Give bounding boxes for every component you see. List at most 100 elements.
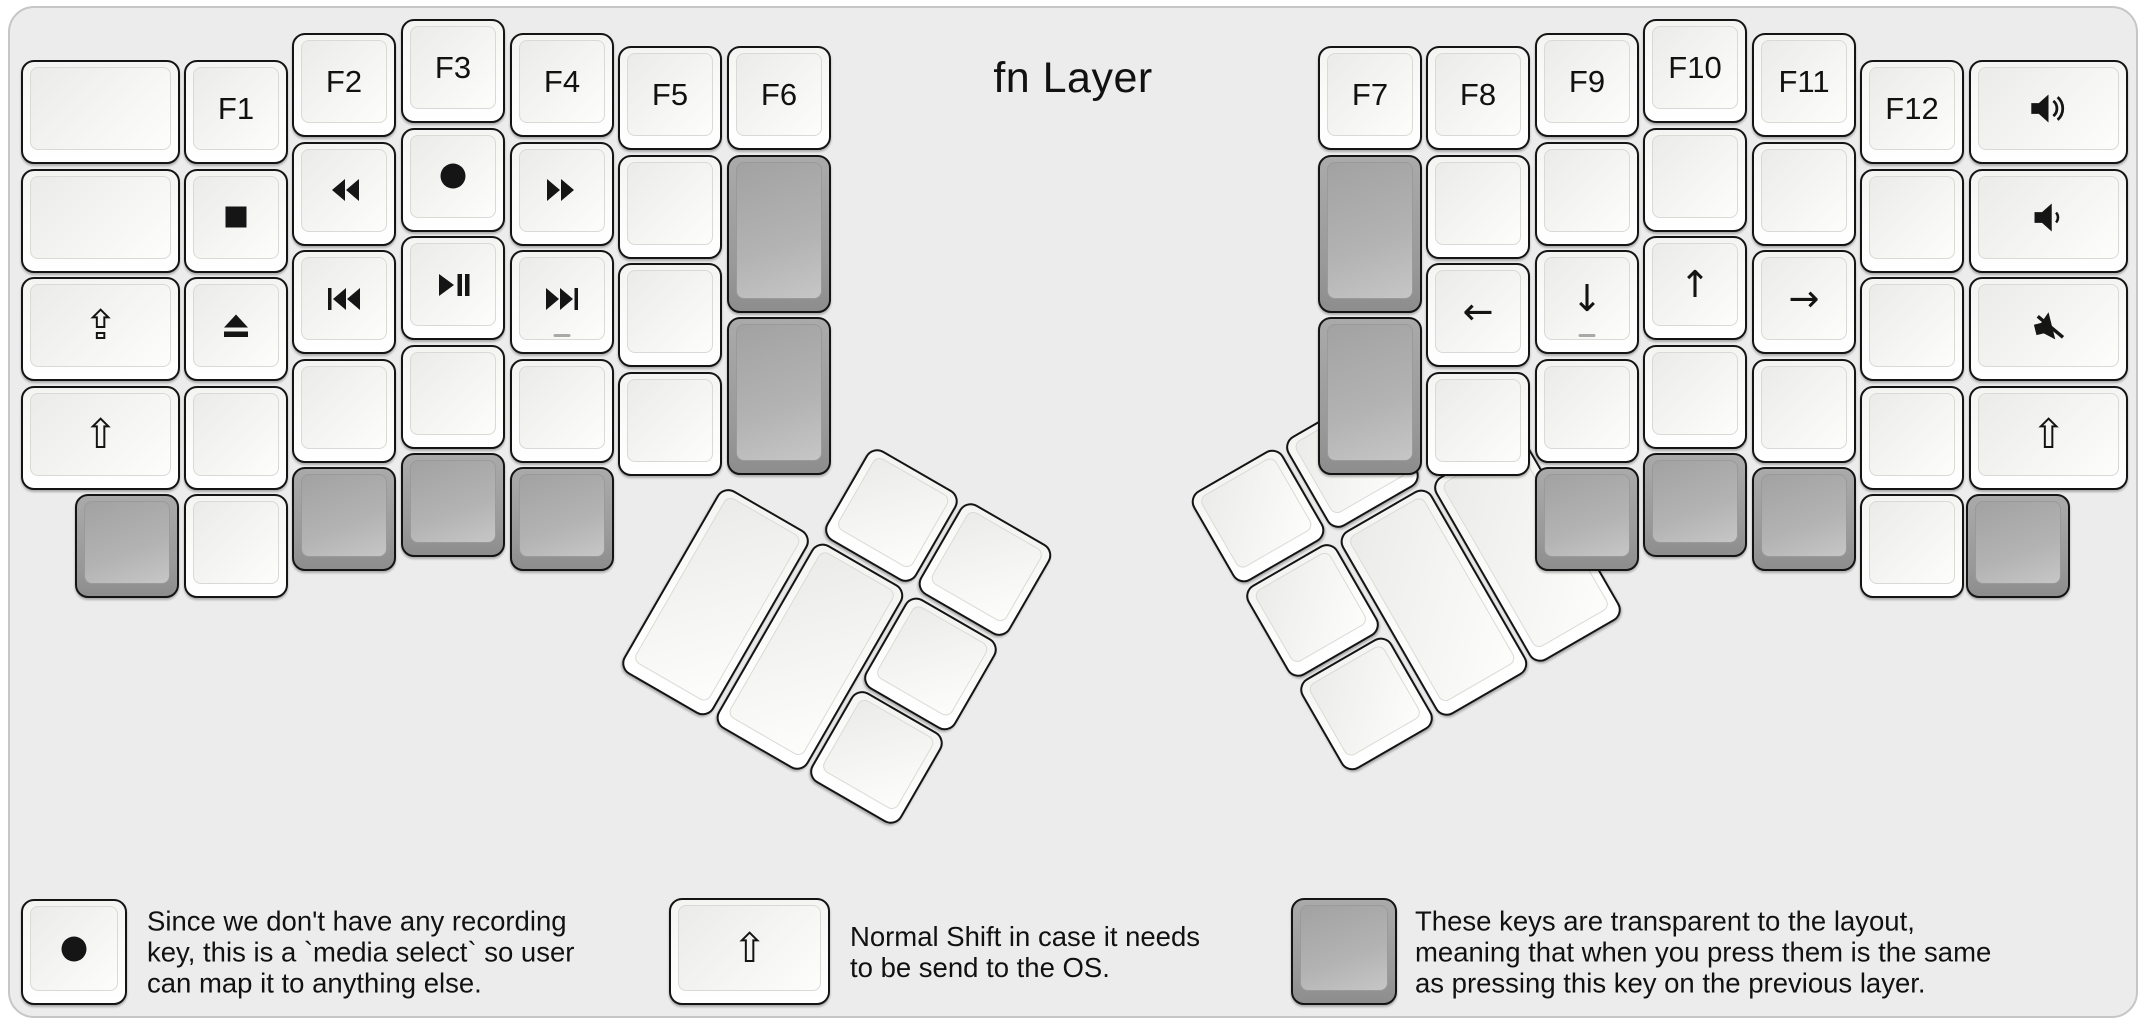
- keycap-top: ↑: [1652, 243, 1738, 326]
- keycap-top: [1978, 67, 2119, 150]
- key-blank[interactable]: [401, 344, 505, 449]
- key-transparent[interactable]: [1966, 494, 2070, 598]
- key-volume-mute[interactable]: [1969, 277, 2128, 381]
- key-f7[interactable]: F7: [1318, 46, 1422, 150]
- key-f8[interactable]: F8: [1426, 46, 1530, 150]
- key-f3[interactable]: F3: [401, 19, 505, 123]
- key-stop[interactable]: [184, 168, 288, 273]
- key-transparent[interactable]: [1643, 453, 1747, 557]
- record-icon: [433, 156, 473, 196]
- key-blank[interactable]: [184, 494, 288, 598]
- key-f4[interactable]: F4: [510, 33, 614, 137]
- key-f2[interactable]: F2: [292, 33, 396, 137]
- key-f11[interactable]: F11: [1752, 33, 1856, 137]
- keycap-top: [1869, 284, 1955, 367]
- key-blank[interactable]: [1860, 168, 1964, 273]
- rewind-icon: [324, 170, 364, 210]
- key-arrow-up[interactable]: ↑: [1643, 236, 1747, 340]
- keycap-top: [1435, 161, 1521, 245]
- key-transparent[interactable]: [75, 494, 179, 598]
- key-transparent[interactable]: [727, 317, 831, 475]
- keycap-top: [1300, 905, 1388, 991]
- key-blank[interactable]: [1643, 127, 1747, 232]
- key-blank[interactable]: [618, 263, 722, 367]
- key-blank[interactable]: [1752, 141, 1856, 246]
- keycap-top: [410, 243, 496, 326]
- key-play-pause[interactable]: [401, 236, 505, 340]
- key-blank[interactable]: [1535, 141, 1639, 246]
- keycap-top: [627, 378, 713, 462]
- key-label: F12: [1885, 90, 1939, 126]
- keycap-top: F2: [301, 40, 387, 123]
- key-label: F3: [434, 49, 472, 85]
- key-transparent[interactable]: [1318, 154, 1422, 313]
- keycap-top: [1544, 365, 1630, 449]
- key-prev-track[interactable]: [292, 250, 396, 354]
- key-f1[interactable]: F1: [184, 60, 288, 164]
- keycap-top: [1544, 148, 1630, 232]
- keycap-top: ⇧: [30, 392, 171, 476]
- key-transparent[interactable]: [1752, 467, 1856, 571]
- keycap-top: [193, 392, 279, 476]
- key-blank[interactable]: [1426, 371, 1530, 476]
- prev-track-icon: [324, 279, 364, 319]
- key-shift[interactable]: ⇧: [21, 385, 180, 490]
- key-shift: ⇧: [669, 898, 830, 1005]
- key-arrow-right[interactable]: →: [1752, 250, 1856, 354]
- key-blank[interactable]: [510, 358, 614, 463]
- keycap-top: [301, 365, 387, 449]
- keycap-top: [193, 501, 279, 584]
- key-blank[interactable]: [1860, 277, 1964, 381]
- key-transparent[interactable]: [1535, 467, 1639, 571]
- keycap-top: F12: [1869, 67, 1955, 150]
- arrow-left-icon: ←: [1462, 290, 1494, 333]
- keycap-top: [1761, 365, 1847, 449]
- legend-text-record: Since we don't have any recording key, t…: [147, 905, 575, 999]
- key-arrow-down[interactable]: ↓: [1535, 250, 1639, 354]
- key-f6[interactable]: F6: [727, 46, 831, 150]
- key-blank[interactable]: [1643, 344, 1747, 449]
- key-transparent[interactable]: [727, 154, 831, 313]
- keycap-top: [1869, 501, 1955, 584]
- key-f12[interactable]: F12: [1860, 60, 1964, 164]
- key-arrow-left[interactable]: ←: [1426, 263, 1530, 367]
- key-next-track[interactable]: [510, 250, 614, 354]
- keycap-top: F4: [519, 40, 605, 123]
- key-blank[interactable]: [1752, 358, 1856, 463]
- key-f5[interactable]: F5: [618, 46, 722, 150]
- key-blank[interactable]: [1860, 494, 1964, 598]
- key-f10[interactable]: F10: [1643, 19, 1747, 123]
- key-volume-up[interactable]: [1969, 60, 2128, 164]
- key-blank[interactable]: [292, 358, 396, 463]
- key-f9[interactable]: F9: [1535, 33, 1639, 137]
- key-eject[interactable]: [184, 277, 288, 381]
- keycap-top: [519, 257, 605, 340]
- key-volume-down[interactable]: [1969, 168, 2128, 273]
- key-transparent[interactable]: [401, 453, 505, 557]
- key-blank[interactable]: [21, 168, 180, 273]
- key-blank[interactable]: [1535, 358, 1639, 463]
- keycap-top: F7: [1327, 53, 1413, 136]
- key-label: F2: [325, 63, 363, 99]
- key-blank[interactable]: [618, 371, 722, 476]
- key-blank[interactable]: [1860, 385, 1964, 490]
- stop-icon: [216, 197, 256, 237]
- key-blank[interactable]: [184, 385, 288, 490]
- key-rewind[interactable]: [292, 141, 396, 246]
- key-label: F10: [1668, 49, 1722, 85]
- keycap-top: ←: [1435, 270, 1521, 353]
- eject-icon: [216, 306, 256, 346]
- key-label: F1: [217, 90, 255, 126]
- key-record[interactable]: [401, 127, 505, 232]
- key-fast-forward[interactable]: [510, 141, 614, 246]
- key-blank[interactable]: [618, 154, 722, 259]
- key-transparent[interactable]: [292, 467, 396, 571]
- key-transparent[interactable]: [1318, 317, 1422, 475]
- key-blank[interactable]: [21, 60, 180, 164]
- keycap-top: ⇪: [30, 284, 171, 367]
- key-transparent[interactable]: [510, 467, 614, 571]
- key-shift[interactable]: ⇧: [1969, 385, 2128, 490]
- key-blank[interactable]: [1426, 154, 1530, 259]
- key-caps-lock[interactable]: ⇪: [21, 277, 180, 381]
